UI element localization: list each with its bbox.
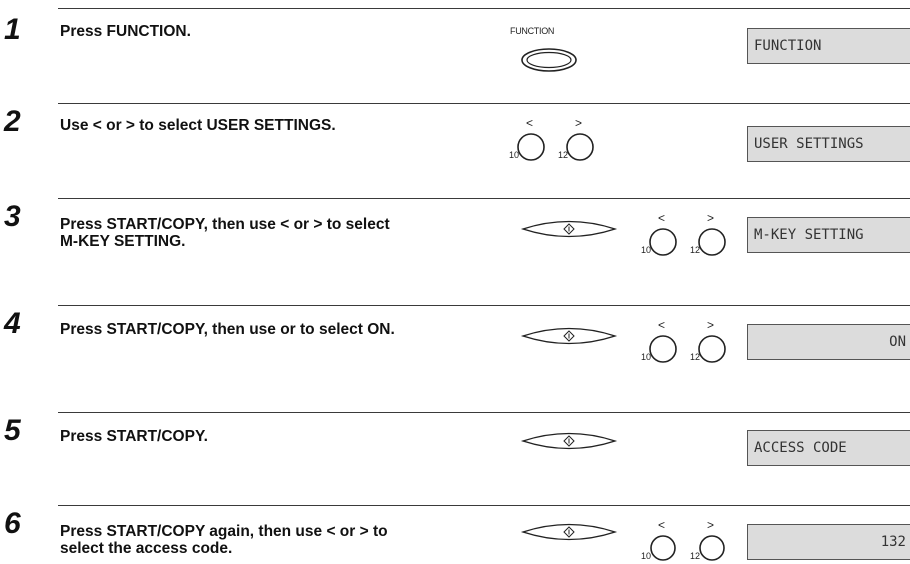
step-number: 2: [4, 105, 21, 138]
right-arrow-icon: >: [707, 318, 714, 332]
lcd-display: ACCESS CODE: [747, 430, 910, 466]
step-number: 1: [4, 13, 21, 46]
instruction-line-2: M-KEY SETTING.: [60, 233, 186, 250]
left-key-number: 10: [509, 150, 519, 160]
step-instruction: Press START/COPY again, then use < or > …: [60, 523, 505, 557]
right-arrow-key[interactable]: > 12: [690, 211, 726, 256]
right-key-number: 12: [690, 245, 700, 255]
function-button-label: FUNCTION: [510, 26, 555, 36]
right-arrow-key[interactable]: > 12: [690, 318, 726, 363]
step-instruction: Use < or > to select USER SETTINGS.: [60, 117, 336, 134]
arrow-keys: < 10 > 12: [641, 211, 726, 256]
right-arrow-icon: >: [707, 518, 714, 532]
step-instruction: Press START/COPY, then use < or > to sel…: [60, 216, 505, 250]
left-arrow-icon: <: [658, 318, 665, 332]
right-arrow-key[interactable]: > 12: [690, 518, 725, 561]
left-key-number: 10: [641, 245, 651, 255]
start-icon: [563, 223, 575, 235]
function-button[interactable]: [520, 46, 580, 74]
right-arrow-icon: >: [575, 116, 582, 130]
left-arrow-key[interactable]: < 10: [641, 318, 677, 363]
instruction-line-2: select the access code.: [60, 540, 233, 557]
arrow-keys: < 10 > 12: [509, 116, 594, 161]
left-arrow-key[interactable]: < 10: [509, 116, 545, 161]
left-arrow-icon: <: [658, 211, 665, 225]
left-arrow-icon: <: [658, 518, 665, 532]
right-key-number: 12: [690, 352, 700, 362]
step-divider: [58, 505, 910, 506]
left-arrow-key[interactable]: < 10: [641, 211, 677, 256]
arrow-keys: < 10 > 12: [641, 318, 726, 363]
right-key-number: 12: [558, 150, 568, 160]
left-arrow-key[interactable]: < 10: [641, 518, 676, 561]
instruction-line-1: Press START/COPY, then use < or > to sel…: [60, 216, 390, 233]
instruction-line-1: Press START/COPY again, then use < or > …: [60, 523, 388, 540]
left-key-number: 10: [641, 551, 651, 561]
right-arrow-icon: >: [707, 211, 714, 225]
left-arrow-icon: <: [526, 116, 533, 130]
lcd-display: M-KEY SETTING: [747, 217, 910, 253]
step-divider: [58, 8, 910, 9]
step-number: 6: [4, 507, 21, 540]
step-divider: [58, 198, 910, 199]
start-copy-button[interactable]: [520, 428, 621, 454]
right-key-number: 12: [690, 551, 700, 561]
start-icon: [563, 526, 575, 538]
step-instruction: Press FUNCTION.: [60, 23, 191, 40]
start-copy-button[interactable]: [520, 323, 621, 349]
arrow-keys: < 10 > 12: [641, 518, 725, 561]
lcd-display: FUNCTION: [747, 28, 910, 64]
step-number: 3: [4, 200, 21, 233]
left-key-number: 10: [641, 352, 651, 362]
step-instruction: Press START/COPY, then use or to select …: [60, 321, 395, 338]
start-copy-button[interactable]: [520, 216, 621, 242]
step-instruction: Press START/COPY.: [60, 428, 208, 445]
lcd-display: ON: [747, 324, 910, 360]
start-icon: [563, 330, 575, 342]
lcd-display: USER SETTINGS: [747, 126, 910, 162]
step-divider: [58, 412, 910, 413]
step-divider: [58, 305, 910, 306]
right-arrow-key[interactable]: > 12: [558, 116, 594, 161]
step-number: 4: [4, 307, 21, 340]
step-divider: [58, 103, 910, 104]
start-copy-button[interactable]: [520, 519, 621, 545]
lcd-display: 132: [747, 524, 910, 560]
step-number: 5: [4, 414, 21, 447]
start-icon: [563, 435, 575, 447]
